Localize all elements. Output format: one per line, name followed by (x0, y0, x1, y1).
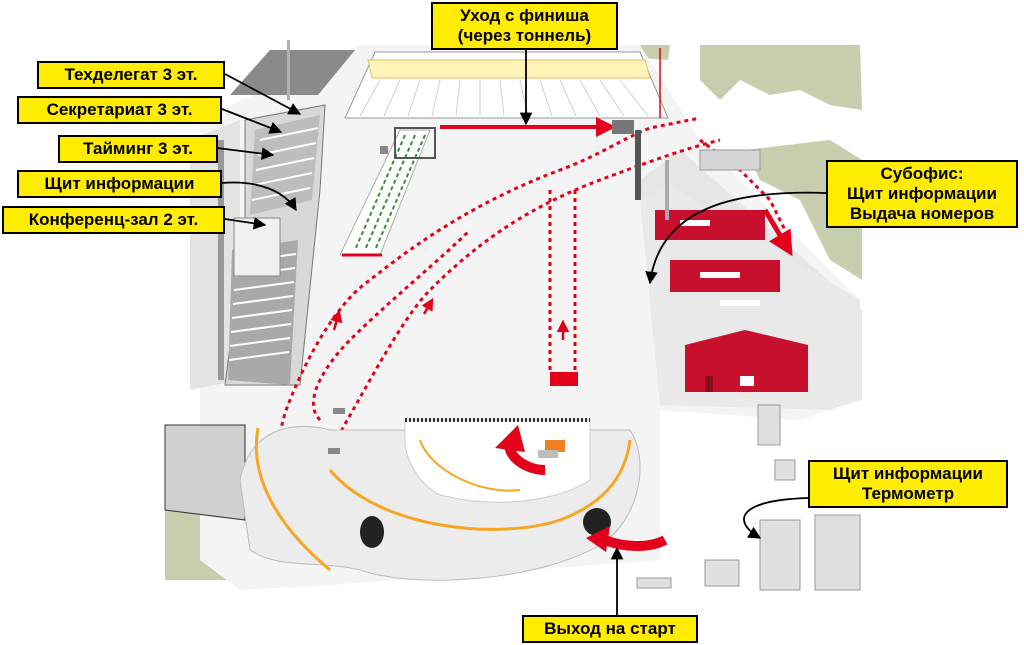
course-markers (328, 146, 388, 454)
finish-lanes (339, 127, 436, 257)
finish-exit-line-2: (через тоннель) (457, 26, 592, 45)
callout-arrows (216, 50, 827, 615)
start-exit-arrow-head (586, 526, 610, 552)
start-exit-label: Выход на старт (522, 615, 698, 643)
shooting-range (344, 48, 669, 119)
finish-tunnel-route (440, 117, 634, 137)
info-board-thermometer-line-2: Термометр (861, 484, 955, 503)
start-curved-arrow-head (495, 425, 525, 452)
grandstand-icon (224, 104, 326, 386)
spectator-blocks (636, 404, 861, 591)
suboffice-label: Субофис: Щит информации Выдача номеров (826, 160, 1018, 228)
secretariat-label: Секретариат 3 эт. (17, 96, 222, 124)
suboffice-red-arrow (762, 208, 793, 257)
building-icon (635, 130, 860, 410)
suboffice-line-3: Выдача номеров (849, 204, 995, 223)
conference-hall-label: Конференц-зал 2 эт. (2, 206, 225, 234)
suboffice-line-1: Субофис: (880, 164, 964, 183)
timing-label: Тайминг 3 эт. (58, 135, 218, 163)
start-exit-arrow (603, 535, 668, 551)
info-board-thermometer-label: Щит информации Термометр (808, 460, 1008, 508)
finish-exit-label: Уход с финиша (через тоннель) (431, 2, 618, 50)
finish-exit-line-1: Уход с финиша (460, 6, 589, 25)
info-board-thermometer-line-1: Щит информации (833, 464, 983, 483)
suboffice-line-2: Щит информации (847, 184, 997, 203)
start-gate (550, 372, 578, 386)
tech-delegate-label: Техделегат 3 эт. (37, 61, 225, 89)
info-board-left-label: Щит информации (17, 170, 222, 198)
